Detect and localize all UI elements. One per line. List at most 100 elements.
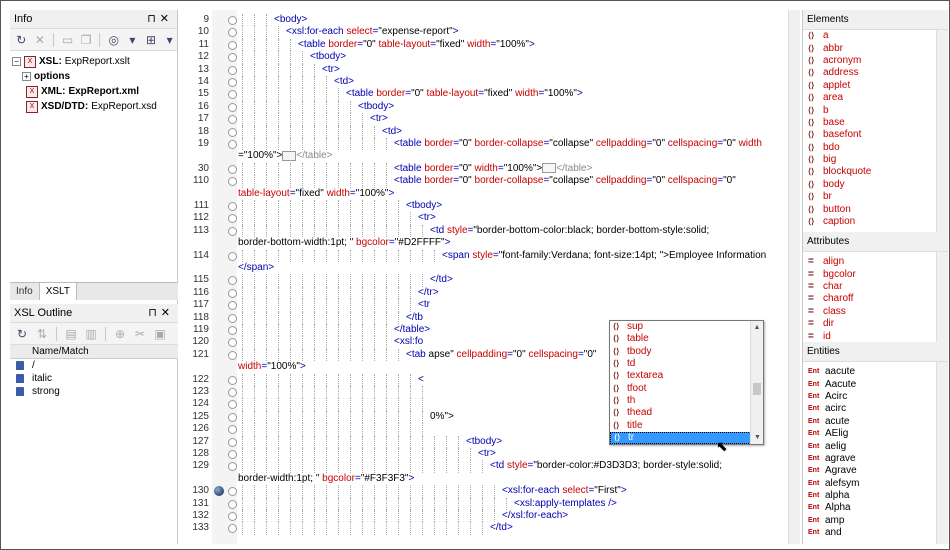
pane-controls[interactable]: ⊓✕ — [148, 307, 174, 319]
fold-marker-icon[interactable] — [228, 499, 237, 509]
element-item[interactable]: ⟨⟩base — [803, 117, 948, 129]
fold-marker-icon[interactable] — [228, 512, 237, 521]
autocomplete-item[interactable]: ⟨⟩td — [610, 358, 763, 370]
refresh-icon[interactable]: ↻ — [16, 32, 27, 47]
element-item[interactable]: ⟨⟩address — [803, 67, 948, 79]
fold-marker-icon[interactable] — [228, 78, 237, 87]
autocomplete-scrollbar[interactable]: ▲ ▼ — [750, 321, 763, 444]
fold-marker-icon[interactable] — [228, 115, 237, 125]
scroll-up-icon[interactable]: ▲ — [753, 324, 761, 331]
fold-marker-icon[interactable] — [228, 28, 237, 38]
refresh-icon[interactable]: ↻ — [16, 326, 28, 341]
fold-marker-icon[interactable] — [228, 326, 237, 335]
element-item[interactable]: ⟨⟩button — [803, 203, 948, 215]
element-item[interactable]: ⟨⟩blockquote — [803, 166, 948, 178]
template-call-icon[interactable]: ▥ — [85, 326, 97, 341]
pane-controls[interactable]: ⊓✕ — [147, 13, 173, 25]
fold-marker-icon[interactable] — [228, 214, 237, 224]
fold-marker-icon[interactable] — [228, 450, 237, 459]
fold-marker-icon[interactable] — [228, 102, 237, 112]
element-item[interactable]: ⟨⟩abbr — [803, 42, 948, 54]
list-scrollbar[interactable] — [936, 252, 948, 342]
element-item[interactable]: ⟨⟩a — [803, 30, 948, 42]
element-item[interactable]: ⟨⟩b — [803, 104, 948, 116]
scroll-down-icon[interactable]: ▼ — [754, 434, 761, 441]
attribute-item[interactable]: =bgcolor — [803, 268, 948, 280]
tab-xslt[interactable]: XSLT — [39, 283, 77, 300]
editor-scrollbar[interactable] — [788, 10, 800, 544]
autocomplete-item[interactable]: ⟨⟩textarea — [610, 370, 763, 382]
tree-item-xsd[interactable]: X XSD/DTD: ExpReport.xsd — [12, 99, 175, 114]
fold-marker-icon[interactable] — [228, 65, 237, 75]
fold-marker-icon[interactable] — [228, 487, 237, 497]
attribute-item[interactable]: =id — [803, 330, 948, 342]
outline-item[interactable]: / — [10, 359, 178, 372]
element-item[interactable]: ⟨⟩body — [803, 179, 948, 191]
paste-icon[interactable]: ▣ — [154, 326, 166, 341]
template-icon[interactable]: ▤ — [65, 326, 77, 341]
fold-marker-icon[interactable] — [228, 140, 237, 149]
element-item[interactable]: ⟨⟩basefont — [803, 129, 948, 141]
name-match-header[interactable]: Name/Match — [10, 345, 178, 359]
fold-marker-icon[interactable] — [228, 338, 237, 348]
fold-marker-icon[interactable] — [228, 301, 237, 311]
fold-marker-icon[interactable] — [228, 226, 237, 236]
open-icon[interactable]: ▭ — [61, 32, 74, 47]
autocomplete-item[interactable]: ⟨⟩title — [610, 419, 763, 431]
element-item[interactable]: ⟨⟩area — [803, 92, 948, 104]
expand-icon[interactable]: + — [22, 72, 31, 81]
fold-marker-icon[interactable] — [228, 524, 237, 534]
fold-marker-icon[interactable] — [228, 400, 237, 410]
autocomplete-popup[interactable]: ▲ ▼ ⟨⟩sup⟨⟩table⟨⟩tbody⟨⟩td⟨⟩textarea⟨⟩t… — [609, 320, 764, 445]
fold-marker-icon[interactable] — [228, 313, 237, 323]
attribute-item[interactable]: =charoff — [803, 293, 948, 305]
fold-marker-icon[interactable] — [228, 462, 237, 472]
fold-marker-icon[interactable] — [228, 164, 237, 174]
fold-marker-icon[interactable] — [228, 388, 237, 397]
list-scrollbar[interactable] — [936, 362, 948, 544]
sort-icon[interactable]: ⇅ — [36, 326, 48, 341]
element-item[interactable]: ⟨⟩big — [803, 154, 948, 166]
fold-marker-icon[interactable] — [228, 202, 237, 211]
fold-marker-icon[interactable] — [228, 40, 237, 50]
globe-icon[interactable]: ◎ — [108, 32, 119, 47]
tab-info[interactable]: Info — [10, 283, 40, 300]
scrollbar-thumb[interactable] — [753, 383, 761, 395]
tree-item-options[interactable]: + options — [12, 69, 175, 84]
element-item[interactable]: ⟨⟩bdo — [803, 142, 948, 154]
attribute-item[interactable]: =char — [803, 281, 948, 293]
element-item[interactable]: ⟨⟩applet — [803, 80, 948, 92]
fold-marker-icon[interactable] — [228, 437, 237, 447]
copy-icon[interactable]: ❐ — [80, 32, 92, 47]
autocomplete-item[interactable]: ⟨⟩th — [610, 395, 763, 407]
element-item[interactable]: ⟨⟩caption — [803, 216, 948, 228]
fold-marker-icon[interactable] — [228, 350, 237, 360]
collapse-icon[interactable]: − — [12, 57, 21, 66]
add-icon[interactable]: ⊕ — [114, 326, 126, 341]
hierarchy-icon[interactable]: ⊞ — [145, 32, 157, 47]
autocomplete-item[interactable]: ⟨⟩sup — [610, 321, 763, 333]
fold-marker-icon[interactable] — [228, 53, 237, 63]
attribute-item[interactable]: =align — [803, 256, 948, 268]
autocomplete-item[interactable]: ⟨⟩table — [610, 333, 763, 345]
outline-item[interactable]: italic — [10, 372, 178, 385]
tree-item-xml[interactable]: X XML: ExpReport.xml — [12, 84, 175, 99]
fold-marker-icon[interactable] — [228, 127, 237, 137]
tree-item-xsl[interactable]: − X XSL: ExpReport.xslt — [12, 54, 175, 69]
dropdown-arrow-icon[interactable]: ▾ — [129, 32, 136, 47]
fold-marker-icon[interactable] — [228, 16, 237, 25]
fold-marker-icon[interactable] — [228, 425, 237, 435]
